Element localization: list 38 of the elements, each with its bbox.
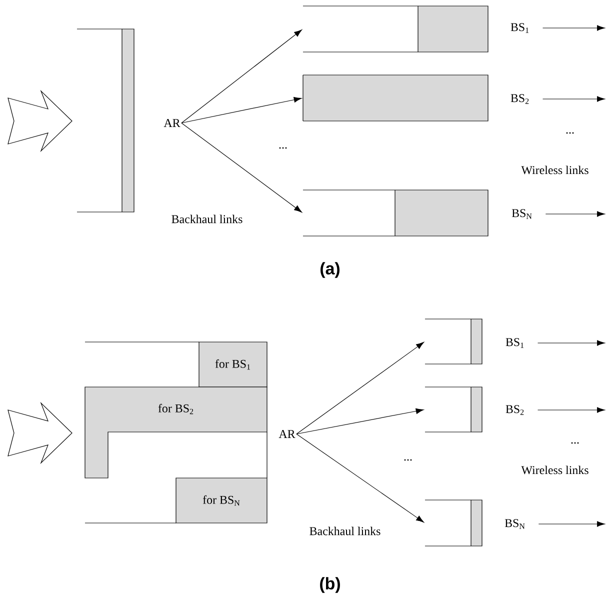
arrow <box>537 340 605 346</box>
node-label: AR <box>164 119 180 127</box>
queue-box <box>302 6 488 52</box>
ellipsis: ... <box>571 442 579 444</box>
arrow <box>181 122 302 212</box>
arrow <box>542 96 605 102</box>
arrow <box>542 25 605 31</box>
link-label: Wireless links <box>521 166 588 174</box>
queue-box <box>424 318 482 364</box>
link-label: Wireless links <box>521 466 588 474</box>
node-label: BS$_{1}$ <box>506 338 524 348</box>
ellipsis: ... <box>279 147 287 149</box>
arrow <box>538 521 605 527</box>
arrow <box>181 30 302 124</box>
arrow <box>296 342 424 434</box>
queue-box <box>302 190 488 236</box>
buffer-block: for BS$_{N}$ <box>176 478 268 524</box>
arrow <box>296 408 424 434</box>
ellipsis: ... <box>404 459 412 461</box>
panel-caption: (b) <box>320 577 340 593</box>
panel-caption: (a) <box>320 262 340 278</box>
arrow <box>296 434 424 522</box>
arrow <box>545 211 605 217</box>
node-label: BS$_{1}$ <box>510 23 529 33</box>
queue-box <box>302 74 488 122</box>
node-label: BS$_{N}$ <box>504 519 525 529</box>
buffer-block: for BS$_{1}$ <box>198 342 268 388</box>
node-label: AR <box>278 430 296 438</box>
queue-box <box>424 386 482 432</box>
node-label: BS$_{2}$ <box>506 405 524 415</box>
arrow <box>537 407 605 413</box>
node-label: BS$_{2}$ <box>510 94 529 104</box>
node-label: BS$_{N}$ <box>512 209 532 219</box>
link-label: Backhaul links <box>310 526 380 536</box>
link-label: Backhaul links <box>172 214 242 224</box>
queue-box <box>424 500 482 546</box>
arrow <box>181 97 302 124</box>
ellipsis: ... <box>566 132 574 134</box>
